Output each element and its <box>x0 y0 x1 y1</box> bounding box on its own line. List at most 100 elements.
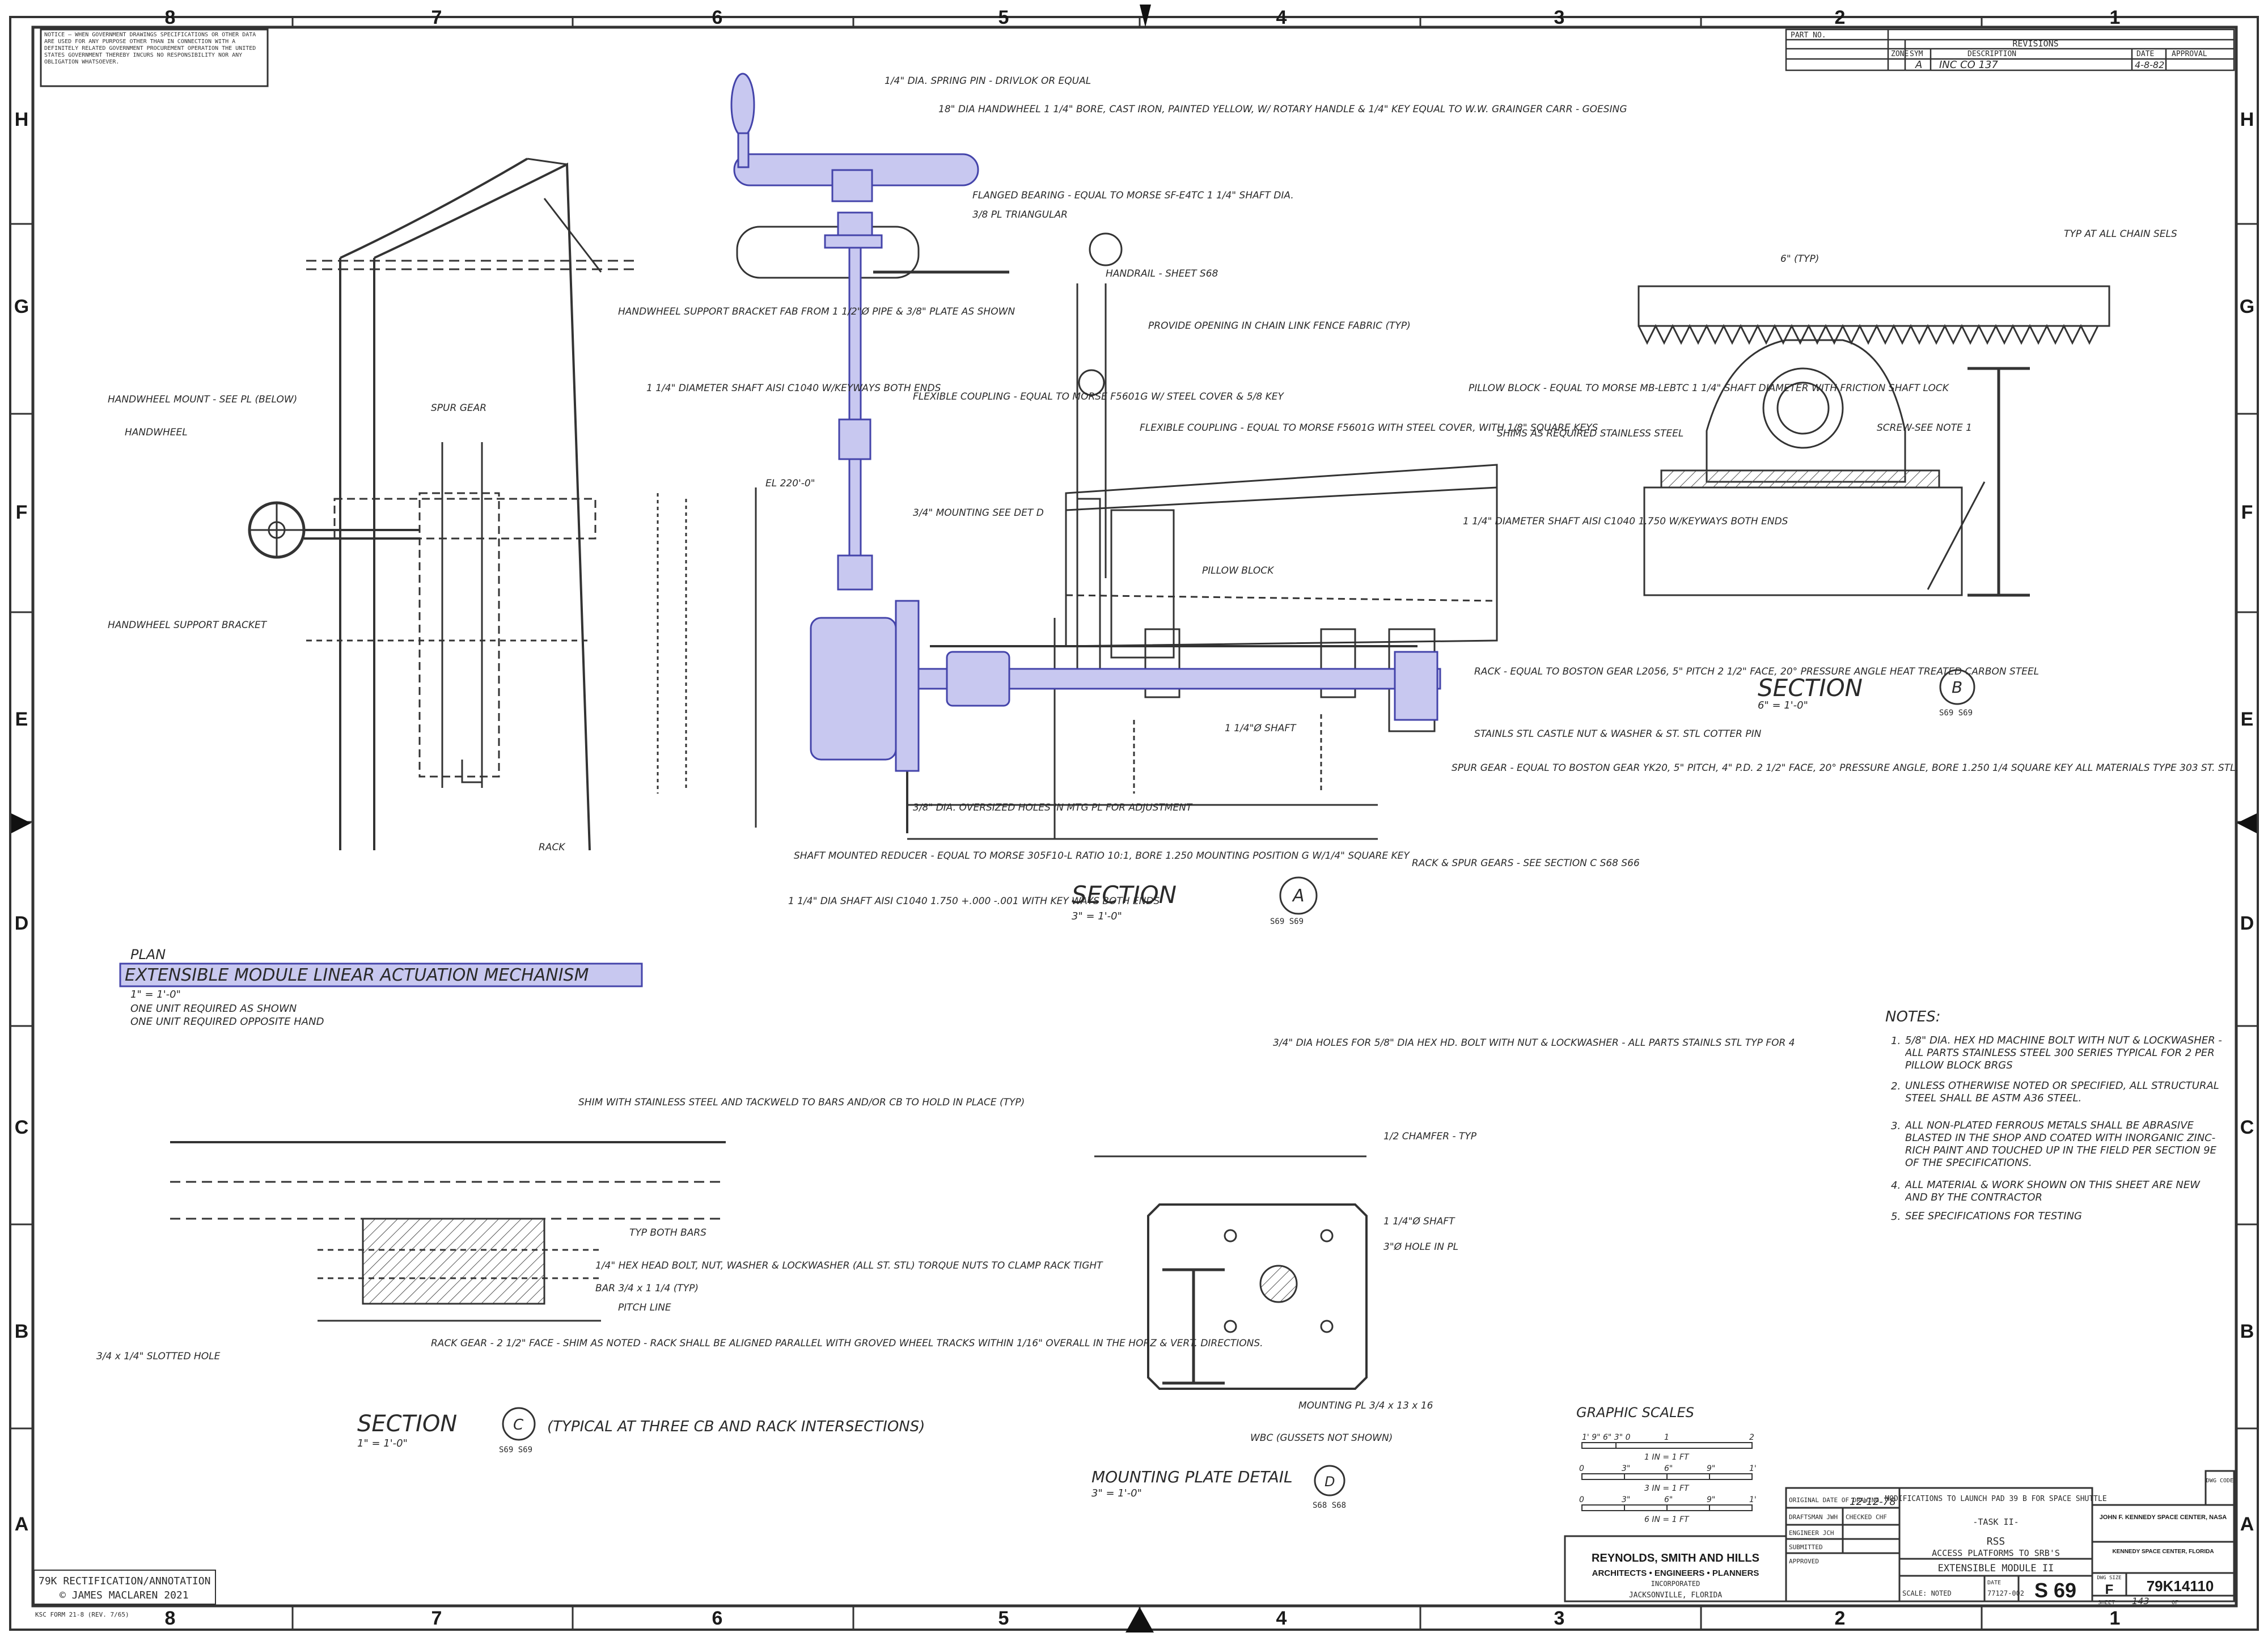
scale-2-tick-4: 1' <box>1749 1464 1757 1473</box>
row-label-D-left: D <box>15 913 29 934</box>
plan-title: EXTENSIBLE MODULE LINEAR ACTUATION MECHA… <box>125 965 589 985</box>
row-label-A-left: A <box>15 1513 29 1535</box>
rev-header-sym: SYM <box>1910 50 1923 58</box>
callout-hw-support-bracket: HANDWHEEL SUPPORT BRACKET <box>108 620 268 631</box>
scale-2-tick-2: 6" <box>1664 1464 1673 1473</box>
job-no: 77127-002 <box>1987 1589 2024 1597</box>
callout-hex-bolt: 1/4" HEX HEAD BOLT, NUT, WASHER & LOCKWA… <box>595 1260 1103 1271</box>
module: EXTENSIBLE MODULE II <box>1938 1563 2054 1574</box>
col-label-1-top: 1 <box>2110 7 2121 28</box>
callout-el: EL 220'-0" <box>765 478 815 489</box>
row-label-B-left: B <box>15 1321 29 1342</box>
size-label: DWG SIZE <box>2097 1575 2121 1581</box>
callout-mounting-pl: MOUNTING PL 3/4 x 13 x 16 <box>1298 1400 1433 1411</box>
annotation-line-1: 79K RECTIFICATION/ANNOTATION <box>39 1575 210 1587</box>
section-c-bubble <box>502 1407 536 1441</box>
callout-spur-gear-label: SPUR GEAR <box>431 402 486 414</box>
callout-gussets: WBC (GUSSETS NOT SHOWN) <box>1250 1432 1393 1444</box>
callout-chamfer: 1/2 CHAMFER - TYP <box>1383 1131 1477 1142</box>
reducer-plate-shape <box>895 600 920 772</box>
zone-labels: 8 7 6 5 4 3 2 1 8 7 6 5 4 3 2 1 H G F E … <box>14 7 2254 1629</box>
rev-row-desc: INC CO 137 <box>1939 59 1998 71</box>
note-2: UNLESS OTHERWISE NOTED OR SPECIFIED, ALL… <box>1905 1080 2219 1104</box>
vertical-shaft-shape <box>848 247 862 422</box>
revisions-title: REVISIONS <box>2012 39 2058 49</box>
section-c-note: (TYPICAL AT THREE CB AND RACK INTERSECTI… <box>547 1418 925 1435</box>
revisions-block <box>1785 28 2235 71</box>
callout-slotted: 3/4 x 1/4" SLOTTED HOLE <box>96 1351 221 1362</box>
graphic-scales-title: GRAPHIC SCALES <box>1576 1405 1694 1420</box>
section-c-ref: S69 S69 <box>499 1445 532 1455</box>
coupling-lower-shape <box>837 554 873 591</box>
detail-d-ref: S68 S68 <box>1313 1501 1346 1510</box>
plan-label: PLAN <box>130 947 166 962</box>
plan-scale: 1" = 1'-0" <box>130 989 181 1000</box>
callout-typ-bars: TYP BOTH BARS <box>629 1227 706 1239</box>
rev-header-date: DATE <box>2136 50 2154 58</box>
dwg-code: DWG CODE <box>2206 1478 2233 1484</box>
scale-1-tick-1: 1 <box>1664 1433 1669 1442</box>
callout-shaft-d: 1 1/4"Ø SHAFT <box>1383 1216 1455 1227</box>
section-b-bubble <box>1939 669 1975 705</box>
callout-pin: 1/4" DIA. SPRING PIN - DRIVLOK OR EQUAL <box>885 75 1091 87</box>
firm-name: REYNOLDS, SMITH AND HILLS <box>1592 1552 1759 1564</box>
agency: JOHN F. KENNEDY SPACE CENTER, NASA <box>2100 1514 2227 1521</box>
section-a-label: SECTION <box>1072 881 1177 909</box>
rev-header-zone: ZONE <box>1891 50 1909 58</box>
callout-castle-nut: STAINLS STL CASTLE NUT & WASHER & ST. ST… <box>1474 728 1762 740</box>
annotation-box: 79K RECTIFICATION/ANNOTATION © JAMES MAC… <box>33 1570 216 1605</box>
section-c-label: SECTION <box>357 1411 457 1437</box>
scale-2-tick-1: 3" <box>1622 1464 1630 1473</box>
detail-d-label: MOUNTING PLATE DETAIL <box>1091 1468 1293 1486</box>
scale-noted: SCALE: NOTED <box>1902 1589 1952 1597</box>
section-c-letter: C <box>513 1417 524 1434</box>
col-label-4-bottom: 4 <box>1276 1608 1287 1629</box>
note-1-num: 1. <box>1891 1035 1901 1047</box>
rev-header-approval: APPROVAL <box>2172 50 2207 58</box>
row-label-H-left: H <box>15 109 29 130</box>
row-label-A-right: A <box>2240 1513 2254 1535</box>
callout-rack: RACK <box>539 842 566 853</box>
part-no-label: PART NO. <box>1791 31 1826 40</box>
rev-row-date: 4-8-82 <box>2135 60 2164 70</box>
callout-flexible-2: FLEXIBLE COUPLING - EQUAL TO MORSE F5601… <box>1140 422 1598 434</box>
callout-shaft-1-1-4: 1 1/4"Ø SHAFT <box>1225 723 1297 734</box>
detail-d-scale: 3" = 1'-0" <box>1091 1487 1142 1499</box>
plan-note-1: ONE UNIT REQUIRED AS SHOWN <box>130 1003 297 1015</box>
callout-pillow-block: PILLOW BLOCK <box>1202 565 1275 576</box>
detail-d-geometry <box>1094 1155 1368 1390</box>
checked: CHECKED CHF <box>1846 1513 1887 1521</box>
spur-gear-shape <box>1394 651 1438 721</box>
row-label-D-right: D <box>2240 913 2254 934</box>
notice-text: NOTICE — WHEN GOVERNMENT DRAWINGS SPECIF… <box>44 32 256 65</box>
orig-date-label: ORIGINAL DATE OF DRAWING <box>1789 1496 1879 1504</box>
notice-box: NOTICE — WHEN GOVERNMENT DRAWINGS SPECIF… <box>40 28 269 87</box>
notes-block: NOTES: 1. 5/8" DIA. HEX HD MACHINE BOLT … <box>1885 1008 2222 1223</box>
callout-dia-shaft: 1 1/4" DIAMETER SHAFT AISI C1040 W/KEYWA… <box>646 383 941 394</box>
dwg-no: 79K14110 <box>2147 1578 2214 1595</box>
section-a-scale: 3" = 1'-0" <box>1072 910 1122 922</box>
scale-3-tick-2: 6" <box>1664 1495 1673 1504</box>
callout-handrail: HANDRAIL - SHEET S68 <box>1106 268 1218 279</box>
note-5: SEE SPECIFICATIONS FOR TESTING <box>1905 1210 2083 1222</box>
callout-rack-spur: RACK & SPUR GEARS - SEE SECTION C S68 S6… <box>1412 858 1640 869</box>
section-a-letter: A <box>1292 886 1305 906</box>
revisions-text: PART NO. REVISIONS ZONE SYM DESCRIPTION … <box>1791 31 2207 71</box>
col-label-1-bottom: 1 <box>2110 1608 2121 1629</box>
firm-sub: ARCHITECTS • ENGINEERS • PLANNERS <box>1592 1568 1759 1578</box>
col-label-6-top: 6 <box>712 7 723 28</box>
drawing-border <box>9 16 2259 1631</box>
callout-spur-gear-main: RACK - EQUAL TO BOSTON GEAR L2056, 5" PI… <box>1474 666 2039 677</box>
note-1: 5/8" DIA. HEX HD MACHINE BOLT WITH NUT &… <box>1905 1034 2222 1071</box>
scale-3-tick-4: 1' <box>1749 1495 1757 1504</box>
scale-1-label: 1 IN = 1 FT <box>1644 1453 1690 1462</box>
note-2-num: 2. <box>1891 1080 1901 1092</box>
section-b-letter: B <box>1952 678 1962 697</box>
bearing-shape <box>837 211 873 236</box>
section-a-ref: S69 S69 <box>1270 917 1304 926</box>
callout-handwheel-label: HANDWHEEL <box>125 427 188 438</box>
callout-handwheel: 18" DIA HANDWHEEL 1 1/4" BORE, CAST IRON… <box>938 104 1627 115</box>
scale-3-tick-1: 3" <box>1622 1495 1630 1504</box>
row-label-C-right: C <box>2240 1117 2254 1138</box>
